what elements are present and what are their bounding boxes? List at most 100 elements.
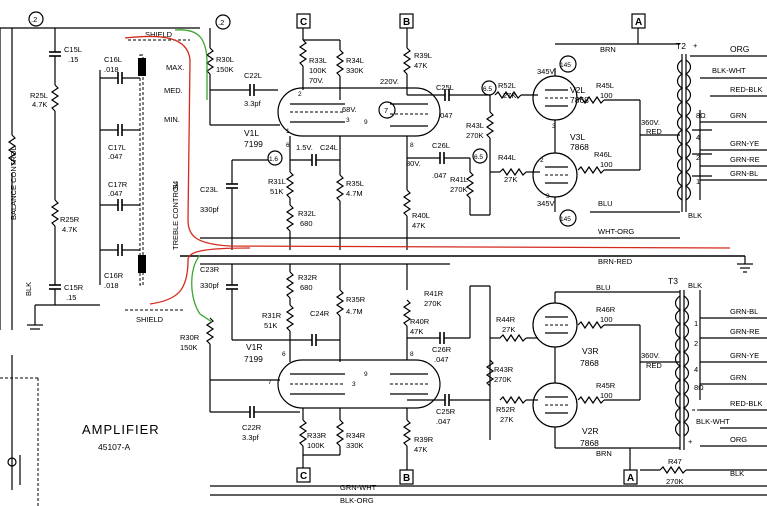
r40l-value: 47K bbox=[412, 221, 425, 230]
pin-label: 9 bbox=[364, 371, 368, 378]
r43l-value: 270K bbox=[466, 131, 484, 140]
r46r-resistor bbox=[577, 320, 605, 330]
t2-lead: GRN bbox=[730, 111, 747, 120]
t3-lead: RED-BLK bbox=[730, 399, 763, 408]
c22l-label: C22L bbox=[244, 71, 262, 80]
r39r-label: R39R bbox=[414, 435, 434, 444]
t3-mark: 8Ω bbox=[694, 383, 704, 392]
r52r-label: R52R bbox=[496, 405, 516, 414]
r45r-resistor bbox=[577, 395, 605, 405]
t2-mark: 2 bbox=[696, 153, 700, 162]
t3-mark: 1 bbox=[694, 319, 698, 328]
t3-mark: 2 bbox=[694, 339, 698, 348]
c17l-label: C17L bbox=[108, 143, 126, 152]
r33r-resistor bbox=[298, 419, 308, 447]
pin-label: 9 bbox=[364, 119, 368, 126]
r35l-value: 4.7M bbox=[346, 189, 363, 198]
r30l-resistor bbox=[205, 47, 215, 75]
c22r-value: 3.3pf bbox=[242, 433, 260, 442]
r40r-resistor bbox=[402, 299, 412, 327]
annotation-red-bottom bbox=[149, 247, 251, 305]
connector-c-top-label: C bbox=[300, 17, 307, 28]
t3-label: T3 bbox=[668, 276, 678, 286]
r41l-value: 270K bbox=[450, 185, 468, 194]
r40l-label: R40L bbox=[412, 211, 430, 220]
wire-wht-org: WHT-ORG bbox=[598, 227, 634, 236]
r32r-resistor bbox=[285, 271, 295, 299]
pin-label: 3 bbox=[552, 123, 556, 130]
r45r-value: 100 bbox=[600, 391, 613, 400]
treble-switch-body bbox=[139, 54, 144, 286]
pin-label: 1 bbox=[286, 128, 290, 135]
r40l-resistor bbox=[402, 189, 412, 217]
r33l-resistor bbox=[298, 39, 308, 67]
r44l-value: 27K bbox=[504, 175, 517, 184]
t2-mark: 4 bbox=[696, 133, 700, 142]
c16l-label: C16L bbox=[104, 55, 122, 64]
test-point-circle bbox=[215, 14, 231, 30]
v1r-tube bbox=[277, 359, 441, 409]
r45l-value: 100 bbox=[600, 91, 613, 100]
r31l-value: 51K bbox=[270, 187, 283, 196]
r33l-label: R33L bbox=[309, 56, 327, 65]
t2-lead: GRN-RE bbox=[730, 155, 760, 164]
test-point-circle bbox=[481, 80, 497, 96]
voltage-70v: 70V. bbox=[309, 76, 324, 85]
r46l-value: 100 bbox=[600, 160, 613, 169]
switch-wiper-top bbox=[138, 58, 146, 76]
r39l-resistor bbox=[402, 47, 412, 75]
test-point-circle bbox=[378, 101, 396, 119]
r45l-label: R45L bbox=[596, 81, 614, 90]
r41r-label: R41R bbox=[424, 289, 444, 298]
r25l-value: 4.7K bbox=[32, 100, 47, 109]
t2-lead: ORG bbox=[730, 44, 749, 54]
voltage-220v: 220V. bbox=[380, 77, 399, 86]
c25r-label: C25R bbox=[436, 407, 456, 416]
r34r-label: R34R bbox=[346, 431, 366, 440]
wire-red: RED bbox=[646, 127, 662, 136]
pin-label: 3 bbox=[346, 117, 350, 124]
r32l-value: 680 bbox=[300, 219, 313, 228]
v2l-name: V2L bbox=[570, 85, 585, 95]
c23r-value: 330pf bbox=[200, 281, 220, 290]
r45l-resistor bbox=[577, 95, 605, 105]
transformer-t3: T3 BLK GRN-BL GRN-RE GRN-YE GRN RED-BLK … bbox=[668, 276, 767, 478]
v2l-type: 7868 bbox=[570, 95, 589, 105]
r47-label: R47 bbox=[668, 457, 682, 466]
jack-contact bbox=[7, 457, 17, 467]
v3l-name: V3L bbox=[570, 132, 585, 142]
r31r-value: 51K bbox=[264, 321, 277, 330]
voltage-345v: 345V bbox=[537, 199, 555, 208]
t2-lead: GRN-YE bbox=[730, 139, 759, 148]
pin-label: 6 bbox=[282, 351, 286, 358]
r31l-label: R31L bbox=[268, 177, 286, 186]
test-point-label: 7 bbox=[384, 106, 388, 115]
pin-label: 2 bbox=[540, 157, 544, 164]
v3r-name: V3R bbox=[582, 346, 599, 356]
pin-label: 9 bbox=[546, 193, 550, 200]
annotation-green-top bbox=[174, 29, 208, 100]
voltage-68v: 68V. bbox=[342, 105, 357, 114]
v3l-type: 7868 bbox=[570, 142, 589, 152]
test-point-circle bbox=[559, 55, 577, 73]
t3-lead: BLK bbox=[730, 469, 744, 478]
pin-label: 7 bbox=[268, 379, 272, 386]
t2-lead: RED-BLK bbox=[730, 85, 763, 94]
amplifier-part-number: 45107-A bbox=[98, 442, 130, 452]
r35l-label: R35L bbox=[346, 179, 364, 188]
r35l-resistor bbox=[335, 174, 345, 202]
t3-lead: GRN-RE bbox=[730, 327, 760, 336]
wire-blu: BLU bbox=[598, 199, 613, 208]
wire-blu: BLU bbox=[596, 283, 611, 292]
transformer-t2: T2 + ORG BLK-WHT RED-BLK GRN GRN-YE GRN-… bbox=[676, 41, 767, 220]
c15l-value: .15 bbox=[68, 55, 78, 64]
r31r-resistor bbox=[285, 304, 295, 332]
r45r-label: R45R bbox=[596, 381, 616, 390]
t3-lead: GRN-YE bbox=[730, 351, 759, 360]
test-point-circle bbox=[267, 150, 283, 166]
control-section: .2 BALANCE CONTROL BLK C15L .15 R25L 4.7… bbox=[0, 11, 200, 330]
v1l-type: 7199 bbox=[244, 139, 263, 149]
test-point-label: 6.5 bbox=[483, 86, 492, 93]
r52l-value: 27K bbox=[503, 91, 516, 100]
pin-label: 6 bbox=[286, 142, 290, 149]
